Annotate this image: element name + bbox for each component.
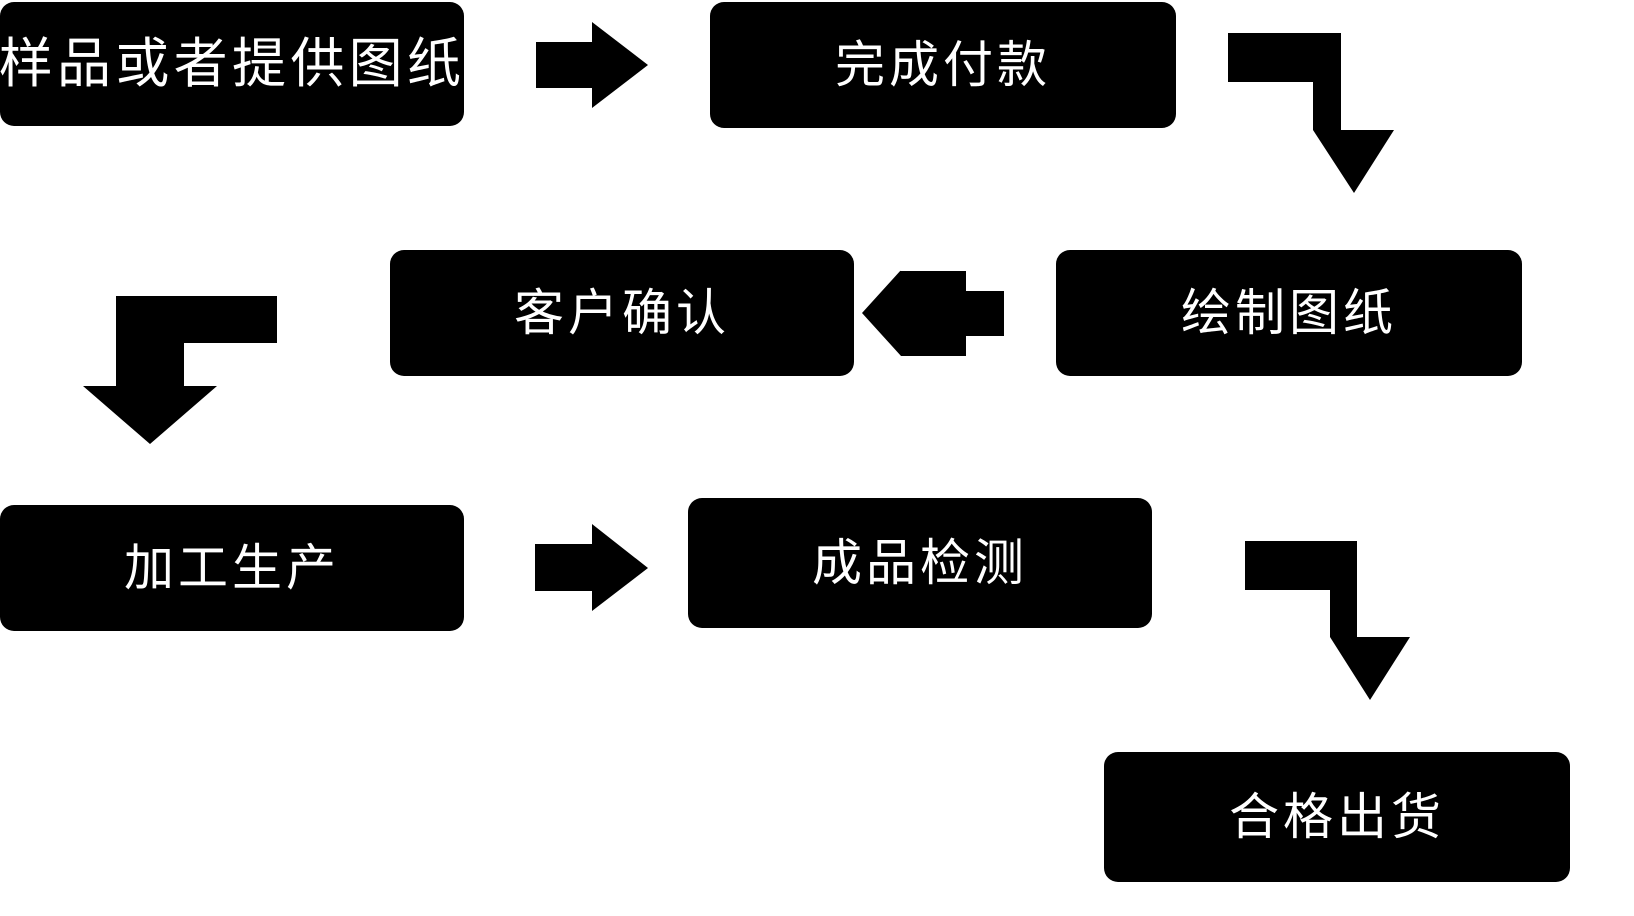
flow-node-label: 加工生产 (124, 540, 340, 596)
arrow-right-icon-production-to-inspection (535, 524, 648, 611)
flow-node-sample-or-drawing[interactable]: 样品或者提供图纸 (0, 2, 464, 126)
flow-node-complete-payment[interactable]: 完成付款 (710, 2, 1176, 128)
flow-node-customer-confirm[interactable]: 客户确认 (390, 250, 854, 376)
flow-node-label: 客户确认 (514, 285, 730, 341)
flow-node-production[interactable]: 加工生产 (0, 505, 464, 631)
flow-node-label: 完成付款 (835, 37, 1051, 93)
flow-node-label: 样品或者提供图纸 (0, 34, 466, 94)
flow-node-label: 绘制图纸 (1181, 285, 1397, 341)
arrow-elbow-down-icon-inspection-to-shipment (1245, 541, 1410, 700)
arrow-left-icon-drawing-to-confirm (862, 270, 1004, 356)
flow-node-label: 合格出货 (1229, 789, 1445, 845)
flow-node-qualified-shipment[interactable]: 合格出货 (1104, 752, 1570, 882)
arrow-elbow-down-icon-confirm-to-production (83, 296, 277, 444)
arrow-right-icon-sample-to-payment (536, 22, 648, 108)
flow-node-draw-drawing[interactable]: 绘制图纸 (1056, 250, 1522, 376)
flow-node-label: 成品检测 (812, 535, 1028, 591)
flow-node-final-inspection[interactable]: 成品检测 (688, 498, 1152, 628)
arrow-elbow-down-icon-payment-to-drawing (1228, 33, 1394, 193)
